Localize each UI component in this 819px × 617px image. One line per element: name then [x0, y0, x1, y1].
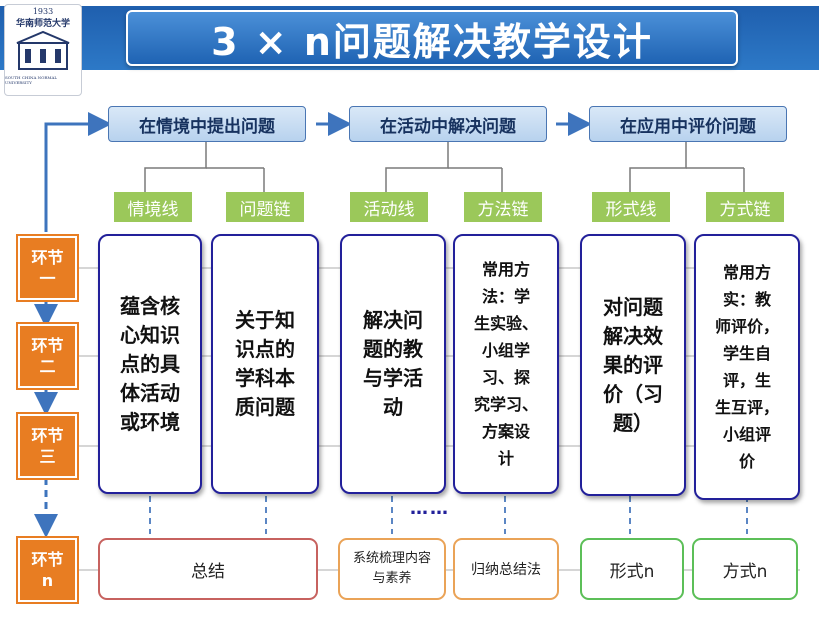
card-method: 常用方法：学生实验、小组学习、探究学习、方案设计	[453, 234, 559, 494]
stage-3: 在应用中评价问题	[589, 106, 787, 142]
summary-box: 总结	[98, 538, 318, 600]
card-question: 关于知识点的学科本质问题	[211, 234, 319, 494]
mode-n-box: 方式n	[692, 538, 798, 600]
ellipsis: ……	[410, 498, 450, 519]
induction-box: 归纳总结法	[453, 538, 559, 600]
card-scenario: 蕴含核心知识点的具体活动或环境	[98, 234, 202, 494]
building-emblem-icon	[16, 30, 70, 70]
tag-activity-line: 活动线	[350, 192, 428, 222]
card-mode: 常用方实：教师评价，学生自评，生生互评，小组评价	[694, 234, 800, 500]
tag-mode-chain: 方式链	[706, 192, 784, 222]
tag-method-chain: 方法链	[464, 192, 542, 222]
tag-question-chain: 问题链	[226, 192, 304, 222]
card-evaluation: 对问题解决效果的评价（习题）	[580, 234, 686, 496]
card-activity: 解决问题的教与学活动	[340, 234, 446, 494]
logo-name: 华南师范大学	[15, 19, 70, 29]
form-n-box: 形式n	[580, 538, 684, 600]
stage-2: 在活动中解决问题	[349, 106, 547, 142]
university-logo: 1933 华南师范大学 SOUTH CHINA NORMAL UNIVERSIT…	[4, 4, 82, 96]
step-1: 环节一	[16, 234, 79, 302]
tag-scenario-line: 情境线	[114, 192, 192, 222]
tag-form-line: 形式线	[592, 192, 670, 222]
logo-year: 1933	[32, 7, 54, 16]
link-to-stage1	[44, 112, 112, 232]
page-title: 3 × n问题解决教学设计	[126, 10, 738, 66]
step-3: 环节三	[16, 412, 79, 480]
stage-1: 在情境中提出问题	[108, 106, 306, 142]
review-box: 系统梳理内容与素养	[338, 538, 446, 600]
step-2: 环节二	[16, 322, 79, 390]
logo-subtitle: SOUTH CHINA NORMAL UNIVERSITY	[5, 75, 58, 85]
